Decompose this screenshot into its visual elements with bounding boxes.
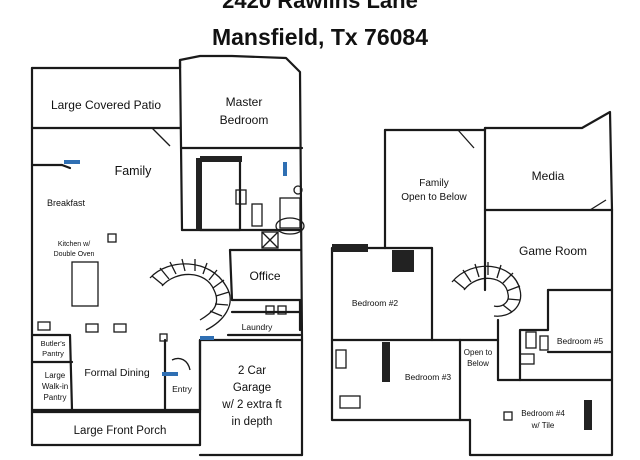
address-street: 2420 Rawlins Lane	[222, 0, 418, 13]
label-kitchen-2: Double Oven	[54, 251, 95, 258]
label-garage-3: w/ 2 extra ft	[221, 399, 282, 411]
label-garage-2: Garage	[233, 382, 271, 394]
label-media: Media	[532, 169, 565, 183]
address-city: Mansfield, Tx 76084	[211, 24, 429, 50]
first-floor-labels: Large Covered Patio Master Bedroom Famil…	[41, 95, 283, 437]
second-floor-staircase	[451, 262, 522, 317]
label-butler-1: Butler's	[41, 339, 66, 348]
first-floor-walls	[30, 54, 304, 457]
label-bedroom-4-1: Bedroom #4	[521, 409, 565, 418]
label-walkin-3: Pantry	[43, 393, 66, 402]
label-entry: Entry	[172, 384, 193, 394]
second-floor-fixtures	[332, 129, 607, 430]
label-bedroom-5: Bedroom #5	[557, 336, 604, 346]
label-walkin-1: Large	[45, 371, 66, 380]
label-open-below-1: Open to	[464, 348, 493, 357]
label-master-2: Bedroom	[220, 113, 269, 127]
label-kitchen-1: Kitchen w/	[58, 241, 90, 248]
label-bedroom-4-2: w/ Tile	[531, 421, 555, 430]
label-porch: Large Front Porch	[74, 425, 167, 437]
label-family-upper-1: Family	[419, 178, 448, 189]
label-dining: Formal Dining	[84, 367, 150, 379]
label-bedroom-3: Bedroom #3	[405, 372, 452, 382]
label-garage-1: 2 Car	[238, 365, 266, 377]
label-open-below-2: Below	[467, 359, 489, 368]
first-floor-fixtures	[37, 127, 305, 376]
label-patio: Large Covered Patio	[51, 98, 161, 112]
label-master-1: Master	[226, 95, 263, 109]
label-garage-4: in depth	[232, 416, 273, 428]
label-butler-2: Pantry	[42, 349, 64, 358]
first-floor-staircase	[149, 258, 231, 331]
second-floor-walls	[330, 110, 614, 457]
second-floor-labels: Family Open to Below Media Game Room Bed…	[352, 169, 604, 430]
label-laundry: Laundry	[242, 322, 273, 332]
label-family: Family	[115, 164, 153, 178]
label-family-upper-2: Open to Below	[401, 192, 467, 203]
label-walkin-2: Walk-in	[42, 382, 68, 391]
label-breakfast: Breakfast	[47, 198, 86, 208]
label-game-room: Game Room	[519, 244, 587, 258]
label-bedroom-2: Bedroom #2	[352, 298, 399, 308]
label-office: Office	[249, 269, 280, 283]
